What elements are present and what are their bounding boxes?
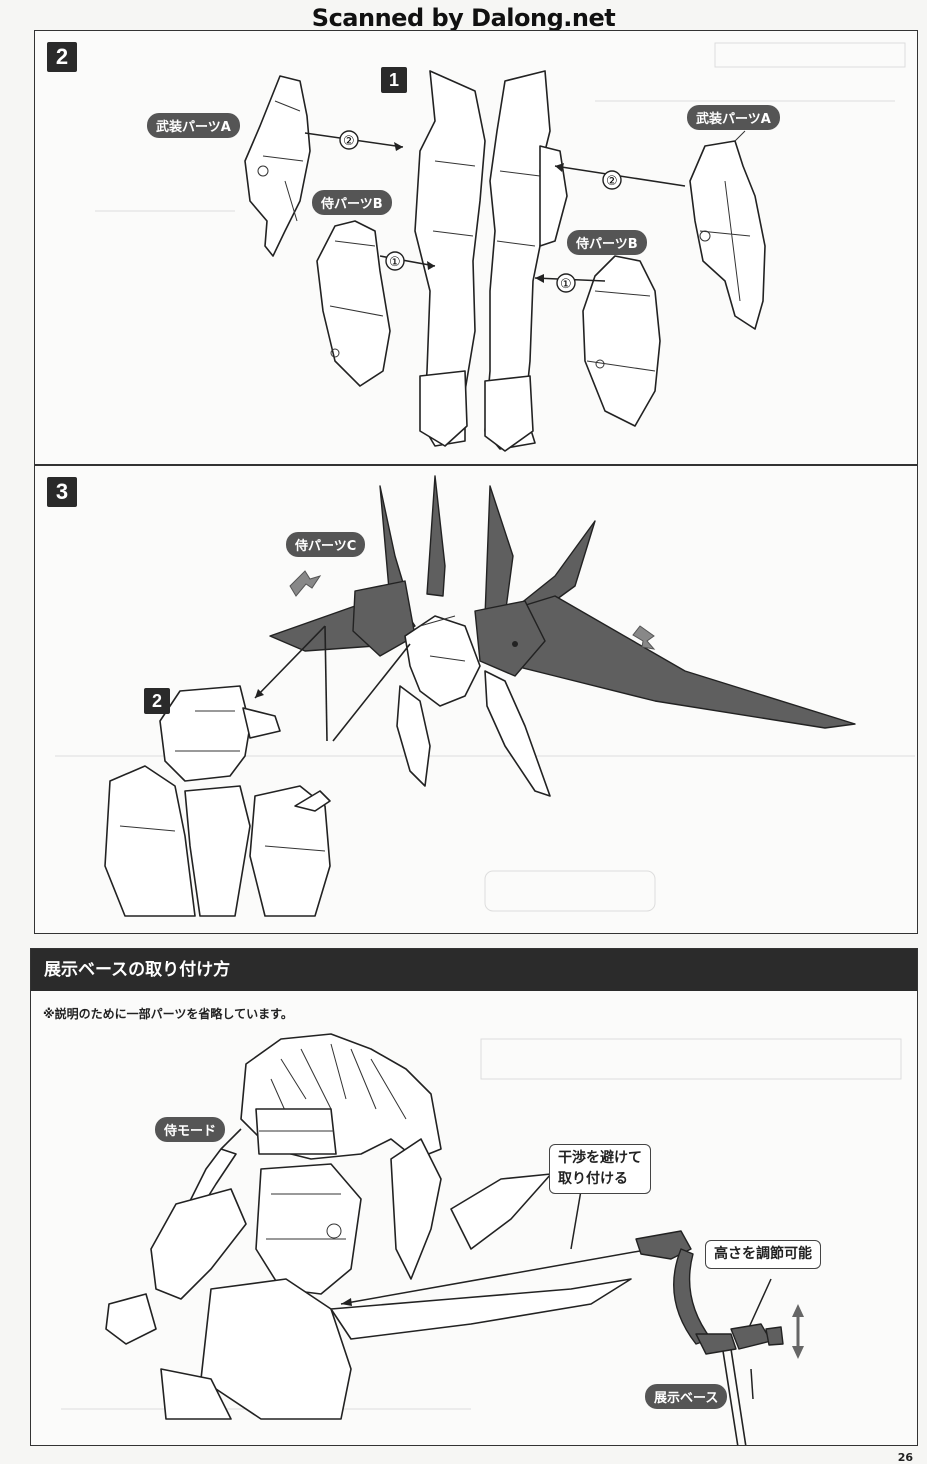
section-title: 展示ベースの取り付け方 bbox=[31, 949, 917, 991]
callout-avoid-interference: 干渉を避けて 取り付ける bbox=[549, 1144, 651, 1194]
step-3-panel: 3 2 侍パーツC bbox=[34, 465, 918, 934]
step-2-illustration: ② ① ② ① bbox=[95, 42, 906, 452]
main-part-badge: 1 bbox=[381, 67, 407, 93]
step-marker-1-right: ① bbox=[560, 277, 572, 292]
step-marker-1-left: ① bbox=[389, 255, 401, 270]
label-armor-part-a-right: 武装パーツA bbox=[687, 105, 780, 130]
step-marker-2-right: ② bbox=[606, 174, 618, 189]
callout-adjustable-height: 高さを調節可能 bbox=[705, 1240, 821, 1269]
scanner-watermark: Scanned by Dalong.net bbox=[311, 4, 616, 32]
step-3-illustration bbox=[55, 475, 915, 917]
step-2-panel: ② ① ② ① 2 1 武装パーツA 武装パーツA 侍パーツB 侍パーツB bbox=[34, 30, 918, 465]
label-samurai-part-c: 侍パーツC bbox=[286, 532, 366, 557]
label-samurai-part-b-right: 侍パーツB bbox=[567, 230, 647, 255]
callout-line-2: 取り付ける bbox=[558, 1171, 628, 1187]
page-number: 26 bbox=[897, 1451, 913, 1464]
callout-line-1: 干渉を避けて bbox=[558, 1150, 642, 1166]
step-marker-2-left: ② bbox=[343, 134, 355, 149]
step-number-badge: 2 bbox=[47, 42, 77, 72]
label-display-base: 展示ベース bbox=[645, 1384, 728, 1409]
label-samurai-part-b-left: 侍パーツB bbox=[312, 190, 392, 215]
label-armor-part-a-left: 武装パーツA bbox=[147, 113, 240, 138]
reference-step-badge: 2 bbox=[144, 688, 170, 714]
display-base-panel: 展示ベースの取り付け方 ※説明のために一部パーツを省略しています。 bbox=[30, 948, 918, 1446]
display-base-illustration bbox=[61, 1033, 902, 1445]
step-number-badge: 3 bbox=[47, 477, 77, 507]
label-samurai-mode: 侍モード bbox=[155, 1117, 226, 1142]
omission-note: ※説明のために一部パーツを省略しています。 bbox=[43, 1007, 293, 1021]
